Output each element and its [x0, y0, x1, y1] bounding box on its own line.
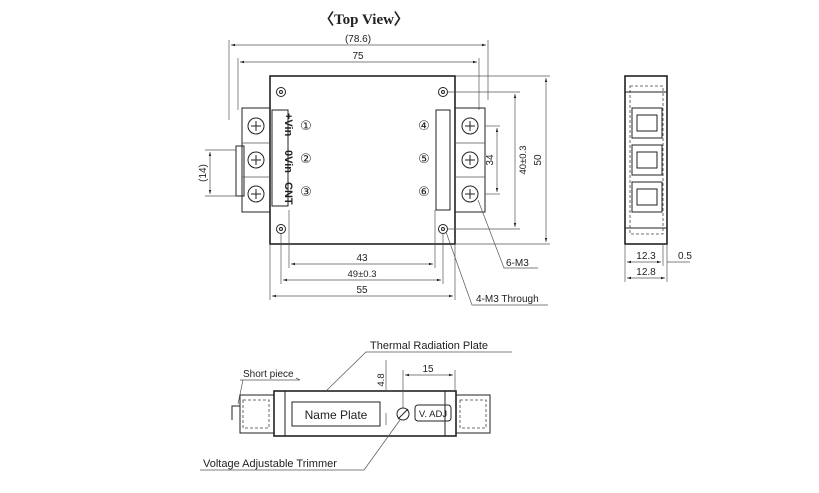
dim-pin-pitch: 34 — [485, 154, 496, 166]
trimmer-icon — [396, 407, 410, 421]
callout-through: 4-M3 Through — [476, 294, 539, 305]
callout-thermal-plate: Thermal Radiation Plate — [370, 340, 488, 352]
right-terminal-block — [454, 107, 486, 213]
front-view: Short piece Name Plate V. ADJ Thermal Ra… — [200, 340, 512, 471]
top-view: (78.6) 75 +Vin 0Vin CNT ① ② ③ ④ ⑤ ⑥ — [198, 34, 550, 306]
dim-trimmer-offset: 4.8 — [376, 373, 387, 386]
dim-side-gap: 0.5 — [678, 251, 692, 262]
mounting-hole-icon — [276, 87, 448, 234]
terminal-label-vin-plus: +Vin — [282, 113, 294, 137]
pin-number-3: ③ — [300, 185, 312, 200]
left-terminal-block — [235, 107, 271, 213]
pin-number-2: ② — [300, 152, 312, 167]
dim-height: 50 — [533, 154, 544, 166]
terminal-label-cnt: CNT — [282, 182, 294, 205]
dim-body-width: 75 — [352, 51, 364, 62]
callout-short-piece: Short piece — [243, 369, 294, 380]
dim-overall-width: (78.6) — [345, 34, 371, 45]
pin-number-4: ④ — [418, 119, 430, 134]
pin-number-6: ⑥ — [418, 185, 430, 200]
callout-screw: 6-M3 — [506, 258, 529, 269]
dim-pin-span: 43 — [356, 253, 368, 264]
terminal-label-vin-zero: 0Vin — [282, 150, 294, 173]
dim-hole-pitch-v: 40±0.3 — [518, 146, 529, 175]
dim-side-thickness-a: 12.3 — [636, 251, 656, 262]
pin-number-5: ⑤ — [418, 152, 430, 167]
pin-number-1: ① — [300, 119, 312, 134]
callout-trimmer: Voltage Adjustable Trimmer — [203, 458, 337, 470]
dim-side-height: (14) — [198, 164, 209, 182]
label-name-plate: Name Plate — [305, 408, 368, 422]
screw-icon — [247, 117, 265, 203]
side-terminal-icon — [631, 107, 663, 213]
dim-side-thickness-b: 12.8 — [636, 267, 656, 278]
dim-hole-pitch-h: 49±0.3 — [348, 269, 377, 280]
side-view: 12.3 12.8 0.5 — [624, 75, 692, 282]
label-v-adj: V. ADJ — [419, 409, 447, 420]
diagram-title: 〈Top View〉 — [319, 10, 409, 28]
dim-trimmer-pitch: 15 — [422, 364, 434, 375]
dim-plate-width: 55 — [356, 285, 368, 296]
